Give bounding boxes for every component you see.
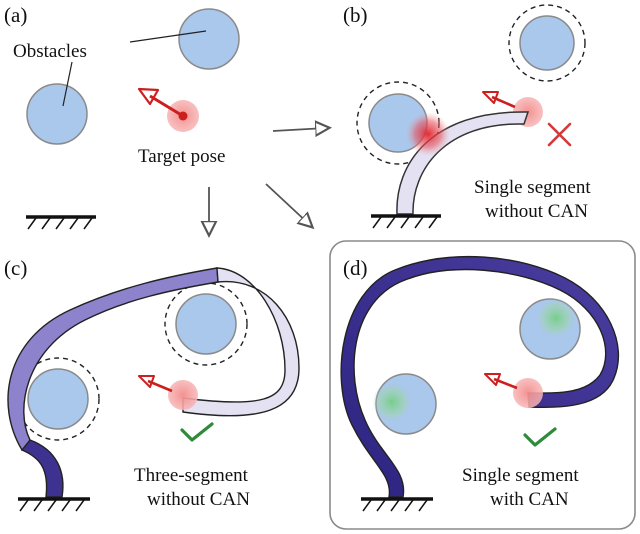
collision-glow (406, 112, 450, 156)
transition-arrows (209, 128, 326, 232)
panel-a-tag: (a) (4, 3, 27, 27)
robot-single-segment-d (340, 255, 619, 498)
panel-d-tag: (d) (343, 256, 368, 280)
panel-d-caption-line1: Single segment (462, 465, 579, 486)
obstacles-leader-left (62, 61, 73, 107)
robot-c-segment-1 (20, 439, 64, 498)
panel-b-caption-line2: without CAN (485, 201, 588, 222)
arrow-to-b (272, 128, 326, 131)
robot-single-segment-b (396, 111, 530, 215)
obstacles-label: Obstacles (13, 41, 87, 62)
panel-b-tag: (b) (343, 3, 368, 27)
panel-b: (b) Single segment without CAN (343, 3, 591, 229)
target-arrow-d (484, 373, 518, 390)
target-arrow-shaft (149, 94, 184, 118)
obstacle-top (178, 8, 240, 70)
target-arrow-c (138, 375, 173, 393)
obstacle-c-left (27, 368, 89, 430)
panel-c-caption-line2: without CAN (147, 489, 250, 510)
base-mount-d (361, 497, 433, 512)
target-pose-label: Target pose (138, 146, 226, 167)
panel-d: (d) Single segment with CAN (329, 240, 636, 530)
safety-margin-top-right (508, 4, 586, 82)
cross-mark-icon (547, 122, 572, 147)
contact-glow-d-left (372, 382, 412, 422)
panel-d-highlight-box (329, 240, 636, 530)
panel-c-tag: (c) (4, 256, 27, 280)
panel-c-caption-line1: Three-segment (134, 465, 249, 486)
obstacle-top-right (519, 15, 575, 71)
target-dot (178, 111, 188, 121)
obstacle-left (26, 83, 88, 145)
target-arrow-b (482, 91, 516, 109)
target-pose-marker (137, 87, 199, 132)
contact-glow-d-right (536, 298, 576, 338)
obstacle-c-right (175, 293, 237, 355)
obstacles-leader-top (129, 30, 207, 43)
base-mount-c (18, 497, 90, 512)
target-halo-d (513, 378, 543, 408)
base-mount-b (371, 214, 441, 229)
base-mount-a (26, 215, 96, 230)
arrow-to-d (265, 183, 310, 225)
panel-c: (c) Three-segment without CAN (4, 256, 300, 512)
panel-a: (a) Obstacles Target pose (4, 3, 240, 230)
panel-b-caption-line1: Single segment (474, 177, 591, 198)
check-mark-icon (180, 422, 214, 442)
target-halo-c (168, 380, 198, 410)
target-arrow-head (137, 87, 160, 106)
check-mark-icon (523, 427, 557, 447)
robot-c-segment-3 (182, 267, 300, 417)
panel-d-caption-line2: with CAN (490, 489, 569, 510)
